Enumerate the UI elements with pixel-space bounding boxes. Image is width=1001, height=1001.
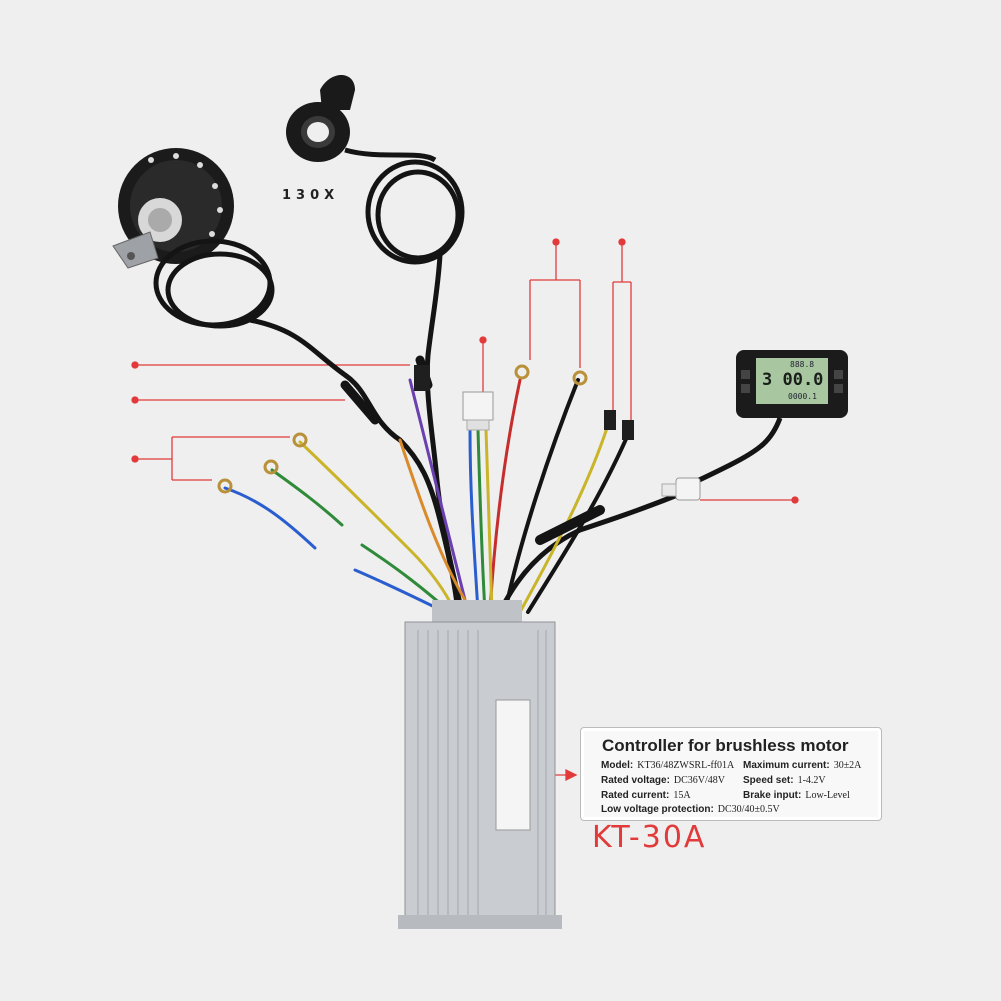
controller-box — [398, 600, 562, 929]
model-name: KT-30A — [592, 820, 707, 855]
spec-row-model: Model:KT36/48ZWSRL-ff01A — [601, 760, 735, 771]
pas-cable — [153, 238, 461, 613]
display-main-readout: 3 00.0 — [762, 370, 824, 390]
spec-row-rated-current: Rated current:15A — [601, 790, 691, 801]
connectors — [414, 365, 634, 440]
spec-row-rated-voltage: Rated voltage:DC36V/48V — [601, 775, 726, 786]
callout-lines — [131, 238, 799, 782]
throttle-label: 130X — [282, 188, 340, 203]
spec-row-max-current: Maximum current:30±2A — [743, 760, 862, 771]
spec-title: Controller for brushless motor — [602, 736, 849, 755]
thumb-throttle — [286, 75, 355, 162]
spec-label-card: Controller for brushless motor Model:KT3… — [580, 727, 882, 821]
display-cable — [497, 417, 783, 614]
spec-row-low-voltage: Low voltage protection:DC30/40±0.5V — [601, 804, 780, 815]
throttle-cable — [344, 147, 465, 613]
wires — [223, 378, 632, 614]
spec-row-speed-set: Speed set:1-4.2V — [743, 775, 826, 786]
pas-sensor — [112, 148, 234, 269]
ring-terminals — [217, 364, 588, 494]
display-connector — [661, 477, 701, 501]
lcd-display — [736, 350, 848, 418]
spec-row-brake-input: Brake input:Low-Level — [743, 790, 850, 801]
display-bottom-readout: 0000.1 — [788, 392, 817, 401]
display-top-readout: 888.8 — [790, 360, 815, 369]
